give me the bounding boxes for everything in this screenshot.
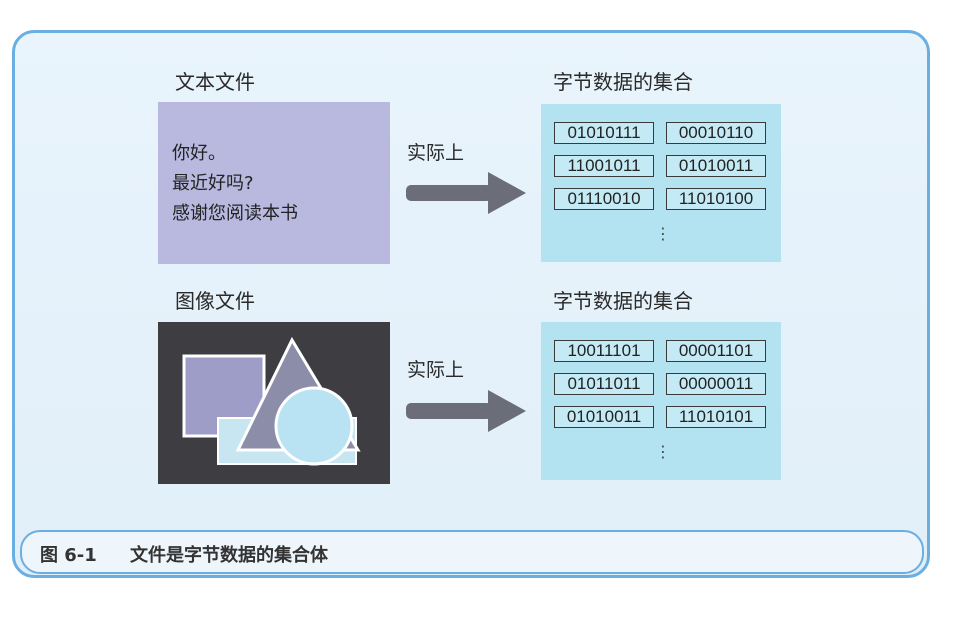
image-file-title: 图像文件 <box>175 289 255 313</box>
byte-cell: 11010100 <box>666 188 766 210</box>
byte-cell: 10011101 <box>554 340 654 362</box>
image-bytes-panel: 10011101 00001101 01011011 00000011 0101… <box>541 322 781 480</box>
figure-number: 图 6-1 <box>40 545 97 566</box>
image-bytes-title: 字节数据的集合 <box>553 289 693 313</box>
text-file-title: 文本文件 <box>175 70 255 94</box>
text-right-arrow-icon <box>406 172 526 214</box>
figure-title: 文件是字节数据的集合体 <box>130 545 328 566</box>
byte-cell: 11001011 <box>554 155 654 177</box>
figure-caption: 图 6-1 文件是字节数据的集合体 <box>20 530 924 574</box>
text-file-box: 你好。 最近好吗? 感谢您阅读本书 <box>158 102 390 264</box>
text-bytes-panel: 01010111 00010110 11001011 01010011 0111… <box>541 104 781 262</box>
text-line-3: 感谢您阅读本书 <box>172 203 298 224</box>
byte-cell: 01010011 <box>554 406 654 428</box>
byte-cell: 01010011 <box>666 155 766 177</box>
figure-frame <box>12 30 930 578</box>
byte-cell: 01010111 <box>554 122 654 144</box>
text-arrow-label: 实际上 <box>407 142 465 164</box>
byte-cell: 00010110 <box>666 122 766 144</box>
image-arrow-label: 实际上 <box>407 359 465 381</box>
byte-cell: 00000011 <box>666 373 766 395</box>
text-line-2: 最近好吗? <box>172 173 254 194</box>
text-bytes-title: 字节数据的集合 <box>553 70 693 94</box>
continuation-ellipsis: ⋮ <box>655 224 671 243</box>
byte-cell: 01011011 <box>554 373 654 395</box>
text-line-1: 你好。 <box>172 143 226 164</box>
byte-cell: 11010101 <box>666 406 766 428</box>
continuation-ellipsis: ⋮ <box>655 442 671 461</box>
image-file-box <box>158 322 390 484</box>
circle-shape <box>274 386 354 466</box>
image-right-arrow-icon <box>406 390 526 432</box>
byte-cell: 01110010 <box>554 188 654 210</box>
byte-cell: 00001101 <box>666 340 766 362</box>
shapes-illustration <box>182 336 361 466</box>
